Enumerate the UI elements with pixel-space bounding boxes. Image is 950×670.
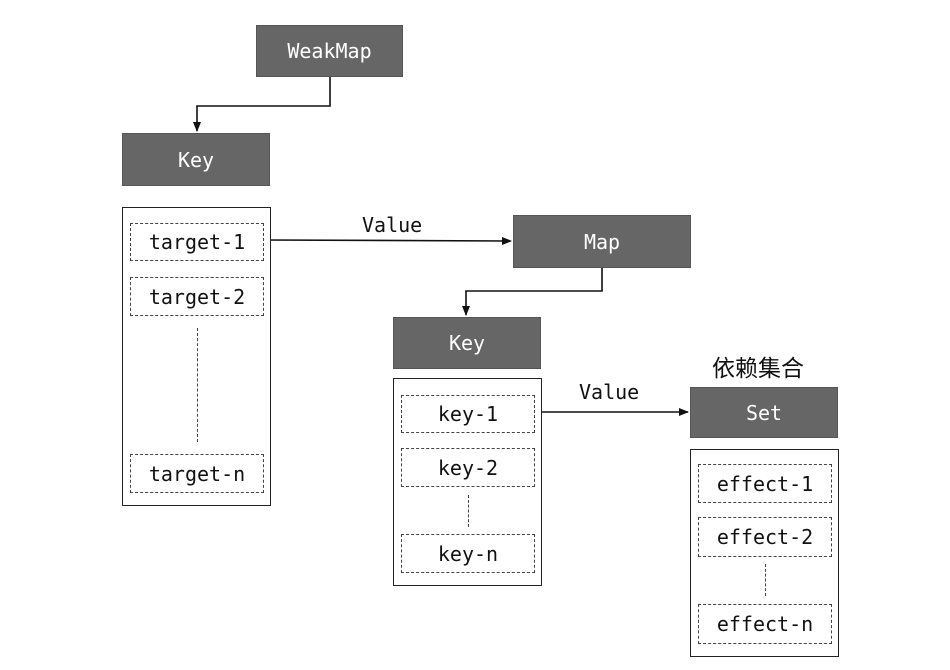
ellipsis-connector: [197, 328, 198, 442]
target-list-panel: target-1 target-2 target-n: [122, 207, 271, 506]
key-item: key-n: [401, 534, 535, 573]
set-box: Set: [690, 387, 838, 438]
weakmap-to-key-arrow: [193, 77, 331, 132]
map-to-key-arrow: [462, 268, 603, 316]
ellipsis-connector: [468, 495, 469, 527]
value-label-2: Value: [579, 380, 640, 404]
map-box: Map: [513, 215, 691, 268]
effect-item: effect-2: [698, 517, 832, 557]
key-header-2: Key: [393, 317, 541, 369]
value-label-1: Value: [362, 213, 423, 237]
target-to-map-arrow: [263, 236, 512, 245]
key-item: key-1: [401, 395, 535, 433]
target-item: target-n: [130, 454, 264, 493]
target-item: target-2: [130, 277, 264, 316]
effect-item: effect-n: [698, 604, 832, 644]
ellipsis-connector: [765, 564, 766, 596]
dependency-set-caption: 依赖集合: [712, 356, 804, 382]
effect-item: effect-1: [698, 464, 832, 503]
key-header-1: Key: [122, 133, 270, 186]
effect-list-panel: effect-1 effect-2 effect-n: [690, 449, 839, 657]
key-item: key-2: [401, 448, 535, 487]
target-item: target-1: [130, 223, 264, 261]
key-list-panel: key-1 key-2 key-n: [393, 378, 542, 586]
weakmap-box: WeakMap: [256, 25, 403, 77]
